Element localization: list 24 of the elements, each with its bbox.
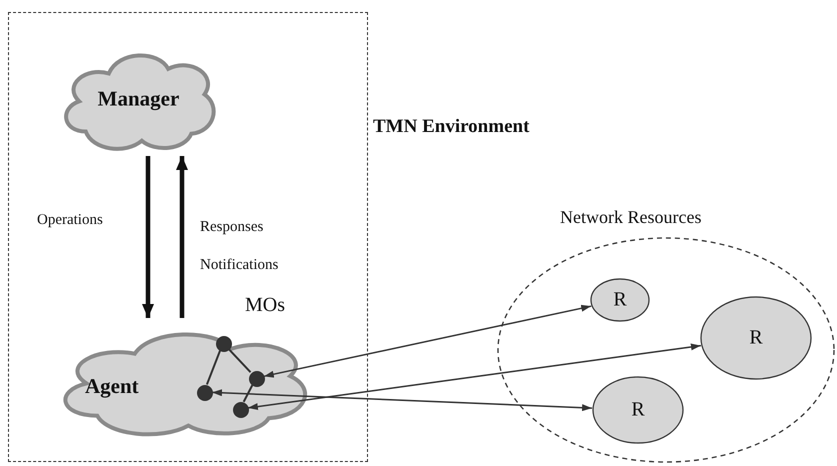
edge-label: Operations	[37, 212, 103, 229]
connector-line	[228, 348, 252, 373]
region-title: TMN Environment	[373, 116, 530, 138]
cloud-label: Agent	[85, 374, 139, 399]
resource-ellipse	[592, 376, 684, 444]
cloud-label: Manager	[98, 86, 180, 112]
managed-object-dot	[216, 336, 232, 352]
arrow	[264, 304, 592, 378]
managed-object-dot	[249, 371, 265, 387]
connector-line	[242, 384, 254, 402]
region-title: Network Resources	[560, 207, 702, 228]
resource-ellipse	[700, 296, 812, 380]
resource-label: R	[749, 326, 763, 350]
arrow	[248, 343, 702, 410]
connector-line	[206, 350, 222, 385]
arrow	[176, 156, 188, 318]
managed-object-dot	[197, 385, 213, 401]
resource-ellipse	[590, 278, 650, 322]
arrow	[212, 389, 592, 412]
resource-label: R	[631, 398, 645, 422]
arrow	[142, 156, 154, 318]
resource-label: R	[613, 288, 627, 312]
managed-object-dot	[233, 402, 249, 418]
mo-label: MOs	[245, 294, 286, 317]
